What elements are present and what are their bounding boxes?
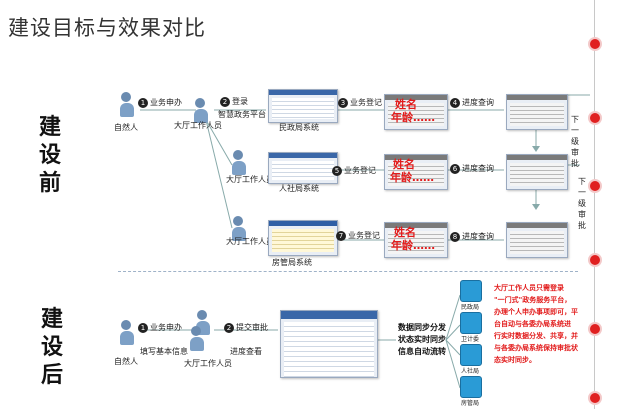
step-4: 4 进度查询 (450, 97, 494, 108)
red-name-1: 姓名 (395, 98, 417, 111)
system-label-social: 人社局系统 (279, 184, 319, 193)
hall-staff-avatar (194, 98, 208, 123)
step-label: 业务申办 (150, 323, 182, 332)
natural-person-label: 自然人 (114, 123, 138, 132)
red-name-3: 姓名 (394, 226, 416, 239)
sync-line-3: 信息自动流转 (398, 347, 446, 356)
step-7: 7 业务登记 (336, 230, 380, 241)
progress-screen-1 (506, 94, 568, 130)
social-security-screen (268, 152, 338, 184)
hall-staff-avatar (232, 216, 246, 241)
step-label: 业务登记 (344, 166, 376, 175)
red-age-1: 年龄…… (391, 111, 435, 124)
step-number: 8 (450, 231, 460, 242)
sync-line-2: 状态实时同步 (398, 335, 446, 344)
step-number: 4 (450, 97, 460, 108)
system-label-civil: 民政局系统 (279, 123, 319, 132)
step-number: 1 (138, 97, 148, 108)
platform-label: 智慧政务平台 (218, 110, 266, 119)
page-title: 建设目标与效果对比 (8, 16, 206, 40)
step-label: 登录 (232, 97, 248, 106)
hall-staff-label: 大厅工作人员 (226, 175, 274, 184)
step-label: 进度查询 (462, 164, 494, 173)
timeline-dot[interactable] (588, 37, 602, 51)
hall-staff-label: 大厅工作人员 (184, 359, 232, 368)
registration-form-3 (384, 222, 448, 258)
timeline-dot[interactable] (588, 179, 602, 193)
step-1: 1 业务申办 (138, 97, 182, 108)
after-step-2: 2 提交审批 (224, 322, 268, 333)
step-label: 提交审批 (236, 323, 268, 332)
next-approval-label-2: 下一级审批 (578, 177, 586, 230)
step-number: 2 (220, 96, 230, 107)
step-label: 业务申办 (150, 98, 182, 107)
section-divider (118, 271, 578, 272)
hall-staff-avatar (190, 326, 204, 351)
icon-label: 人社局 (460, 368, 479, 375)
social-security-icon (460, 344, 482, 366)
system-label-housing: 房管局系统 (272, 258, 312, 267)
registration-form-1 (384, 94, 448, 130)
health-commission-icon (460, 312, 482, 334)
progress-view-label: 进度查看 (230, 347, 262, 356)
natural-person-avatar (120, 320, 134, 345)
hall-staff-label: 大厅工作人员 (174, 121, 222, 130)
red-name-2: 姓名 (393, 158, 415, 171)
housing-screen (268, 220, 338, 256)
one-stop-platform-screen (280, 310, 378, 378)
housing-icon (460, 376, 482, 398)
step-number: 1 (138, 322, 148, 333)
natural-person-label: 自然人 (114, 357, 138, 366)
step-6: 6 进度查询 (450, 163, 494, 174)
red-age-2: 年龄…… (390, 171, 434, 184)
icon-label: 民政局 (460, 304, 479, 311)
after-step-1: 1 业务申办 (138, 322, 182, 333)
step-label: 进度查询 (462, 98, 494, 107)
step-label: 进度查询 (462, 232, 494, 241)
step-3: 3 业务登记 (338, 97, 382, 108)
red-age-3: 年龄…… (391, 239, 435, 252)
hall-staff-avatar (232, 150, 246, 175)
sync-line-1: 数据同步分发 (398, 323, 446, 332)
step-number: 7 (336, 230, 346, 241)
step-number: 2 (224, 322, 234, 333)
fill-info-label: 填写基本信息 (140, 347, 188, 356)
after-note: 大厅工作人员只需登录 "一门式"政务服务平台， 办理个人申办事项即可，平 台自动… (494, 284, 578, 364)
timeline-dot[interactable] (588, 111, 602, 125)
registration-form-2 (384, 154, 448, 190)
step-label: 业务登记 (348, 231, 380, 240)
timeline-line (594, 0, 595, 409)
natural-person-avatar (120, 92, 134, 117)
next-approval-label-1: 下一级审批 (571, 115, 579, 168)
hall-staff-label: 大厅工作人员 (226, 237, 274, 246)
section-after-text: 建设后 (40, 307, 63, 388)
step-label: 业务登记 (350, 98, 382, 107)
step-number: 6 (450, 163, 460, 174)
icon-label: 卫计委 (460, 336, 479, 343)
progress-screen-3 (506, 222, 568, 258)
icon-label: 房管局 (460, 400, 479, 407)
step-5: 5 业务登记 (332, 165, 376, 176)
timeline-dot[interactable] (588, 253, 602, 267)
civil-affairs-screen (268, 89, 338, 123)
civil-affairs-icon (460, 280, 482, 302)
section-before-text: 建设前 (38, 115, 61, 196)
sync-text: 数据同步分发 状态实时同步 信息自动流转 (398, 322, 446, 358)
section-after-label: 建设后 (38, 306, 66, 390)
section-before-label: 建设前 (36, 114, 64, 198)
progress-screen-2 (506, 154, 568, 190)
step-number: 5 (332, 165, 342, 176)
step-8: 8 进度查询 (450, 231, 494, 242)
timeline-dot[interactable] (588, 391, 602, 405)
timeline-dot[interactable] (588, 322, 602, 336)
step-2: 2 登录 (220, 96, 248, 107)
step-number: 3 (338, 97, 348, 108)
